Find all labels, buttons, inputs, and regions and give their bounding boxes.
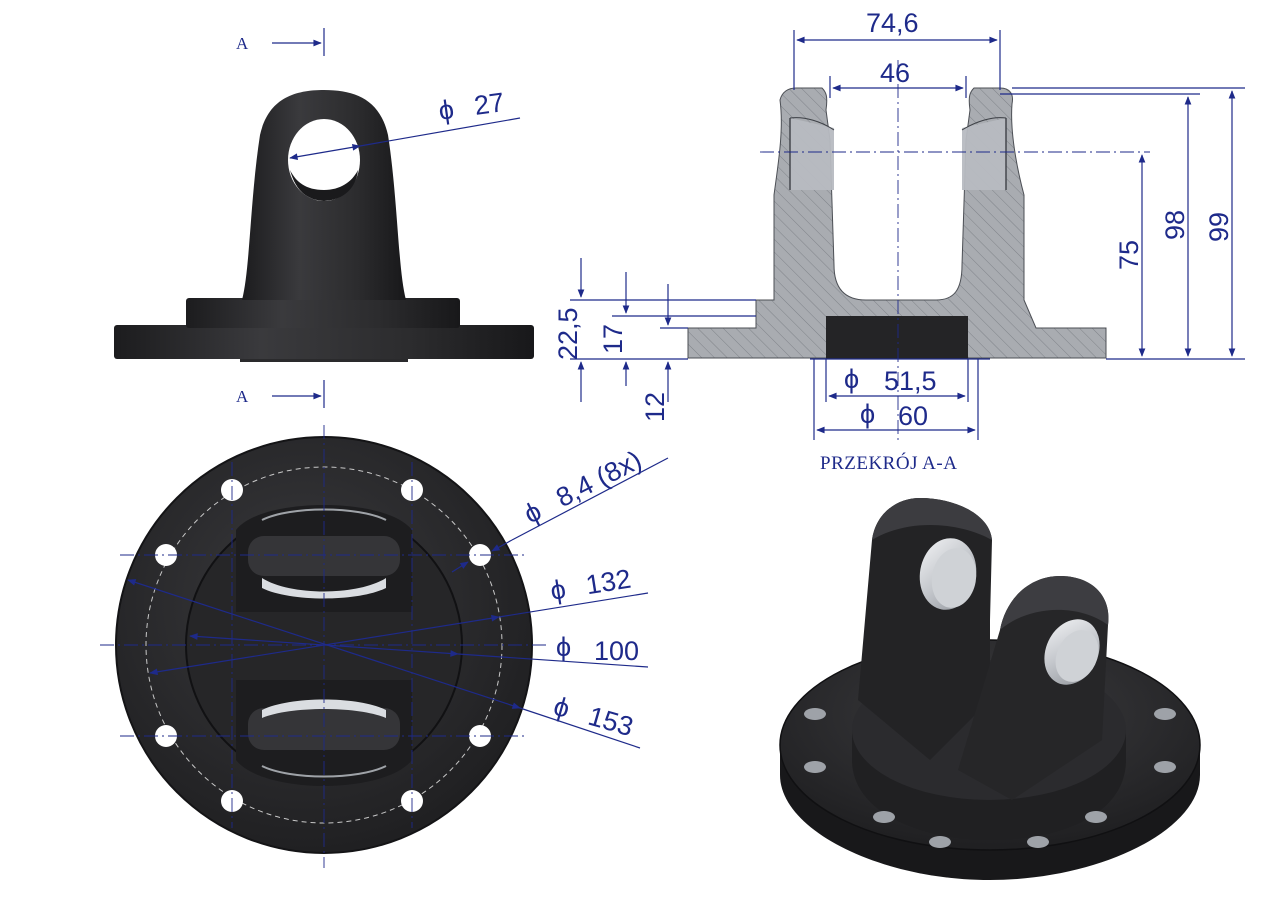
section-view-bore <box>826 316 968 359</box>
front-view-flange <box>114 325 534 359</box>
dim-bore-outer: 60 <box>898 401 928 431</box>
front-view: A A ϕ 27 <box>114 28 534 408</box>
dim-height-pin: 75 <box>1114 240 1144 270</box>
section-view: 74,6 46 75 98 99 22,5 17 12 <box>553 8 1245 474</box>
front-view-hub <box>186 298 460 328</box>
dim-hub-dia-symbol: ϕ <box>556 632 571 662</box>
iso-bolt-holes <box>804 708 1176 848</box>
dim-bolt-circle: 132 <box>584 564 633 601</box>
isometric-view <box>779 498 1201 880</box>
dim-bore-inner: 51,5 <box>884 366 937 396</box>
section-marker-bottom: A <box>236 387 249 406</box>
dim-bore-outer-symbol: ϕ <box>860 399 875 429</box>
dim-bolt-holes-symbol: ϕ <box>519 496 546 530</box>
dim-hub-dia: 100 <box>594 636 639 666</box>
dim-flange-dia: 153 <box>585 701 637 742</box>
dim-pin-hole-symbol: ϕ <box>437 94 456 126</box>
dim-bore-inner-symbol: ϕ <box>844 364 859 394</box>
dim-flange-h2: 17 <box>598 324 628 354</box>
dim-width-inner: 46 <box>880 58 910 88</box>
dim-height-top: 99 <box>1204 212 1234 242</box>
dim-bolt-circle-symbol: ϕ <box>548 574 568 606</box>
dim-width-outer: 74,6 <box>866 8 919 38</box>
top-view: ϕ 8,4 (8x) ϕ 132 ϕ 100 ϕ 153 <box>100 425 669 868</box>
dim-bolt-holes: 8,4 (8x) <box>551 445 646 513</box>
section-marker-top: A <box>236 34 249 53</box>
dim-flange-h3: 12 <box>640 392 670 422</box>
dim-height-top-inner: 98 <box>1160 210 1190 240</box>
dim-pin-hole: 27 <box>472 87 506 121</box>
dim-flange-dia-symbol: ϕ <box>550 691 573 724</box>
section-caption: PRZEKRÓJ A-A <box>820 452 957 474</box>
dim-flange-h1: 22,5 <box>553 307 583 360</box>
